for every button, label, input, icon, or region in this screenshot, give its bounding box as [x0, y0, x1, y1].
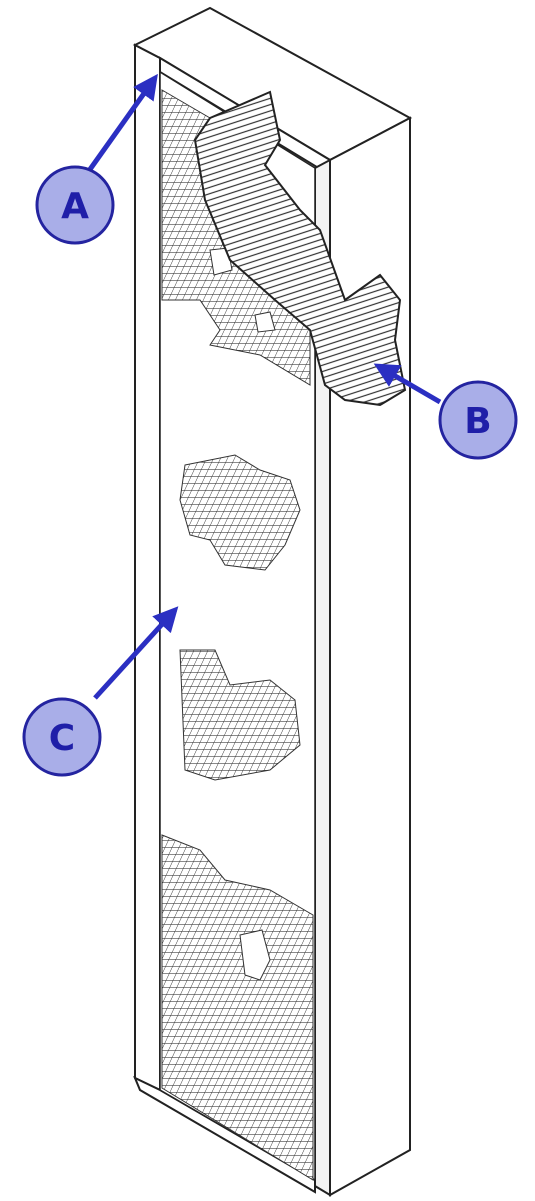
callout-c-label: C [49, 718, 75, 759]
callout-c: C [22, 697, 102, 777]
arrow-c [93, 606, 179, 700]
frame-bottom-rail [133, 1075, 316, 1194]
callout-a: A [35, 165, 115, 245]
arrow-b [373, 363, 442, 405]
frame-left-rail [134, 43, 161, 1092]
callout-b-label: B [464, 401, 491, 442]
arrow-a [83, 73, 158, 177]
mesh-screen-patches [161, 89, 314, 1181]
callout-arrows [83, 73, 442, 700]
callout-b: B [438, 380, 518, 460]
callout-a-label: A [61, 186, 89, 227]
